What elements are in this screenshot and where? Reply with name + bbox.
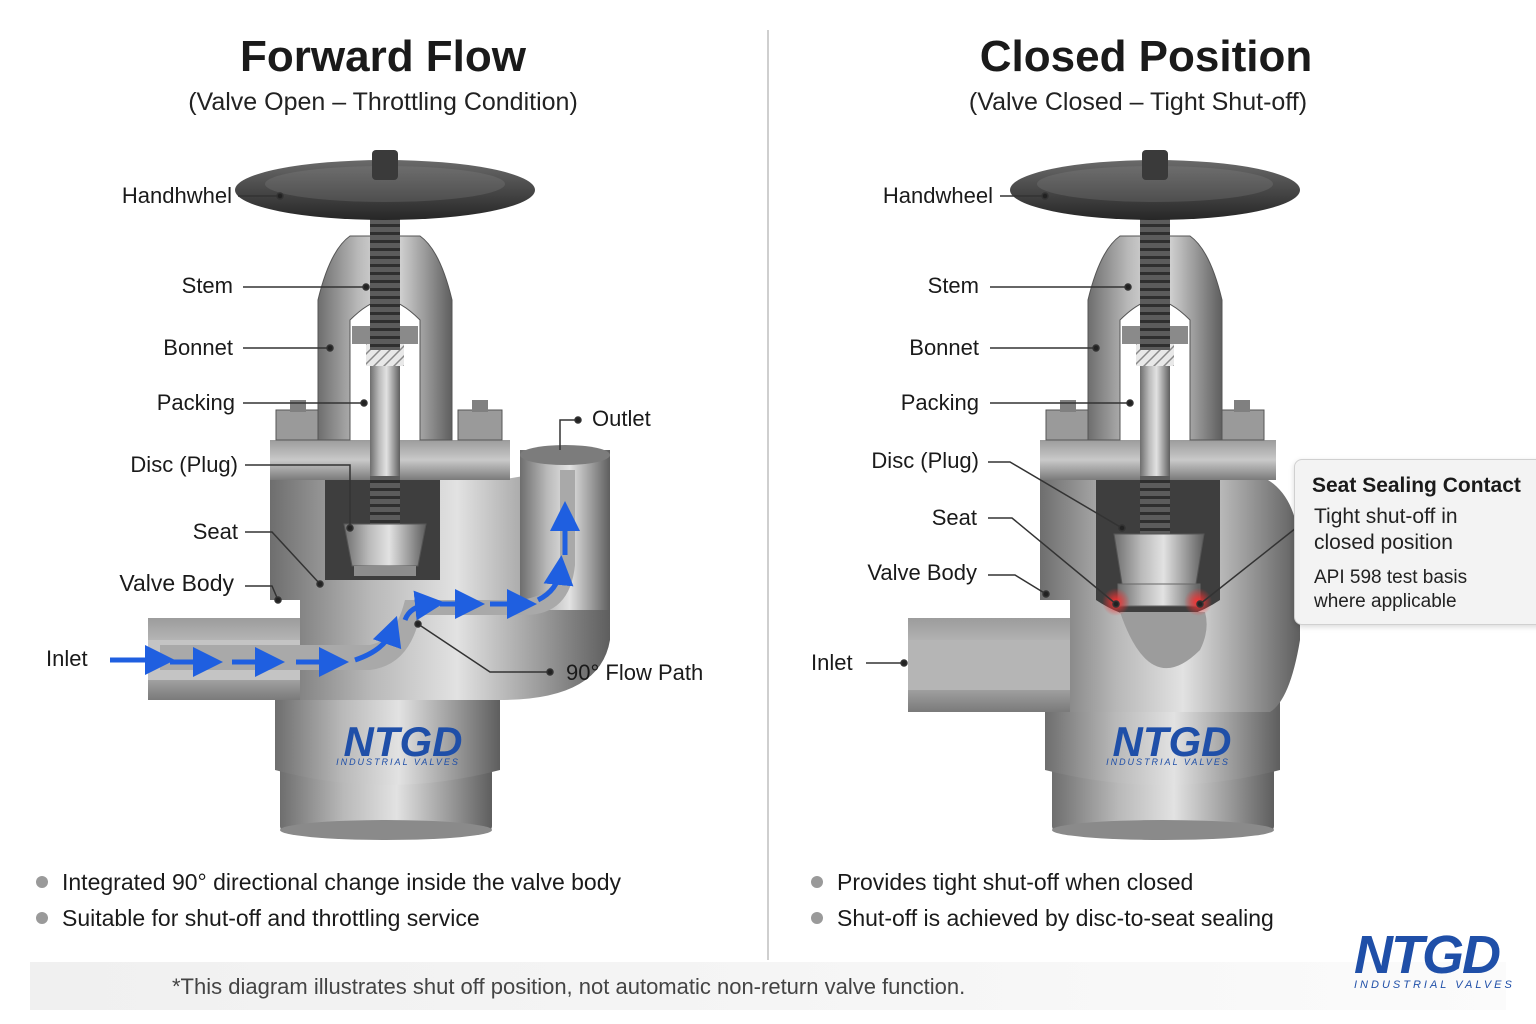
right-label-body: Valve Body xyxy=(867,560,977,586)
brand-tagline: INDUSTRIAL VALVES xyxy=(1354,979,1515,991)
footer-note: *This diagram illustrates shut off posit… xyxy=(172,974,965,1000)
left-label-inlet: Inlet xyxy=(46,646,88,672)
left-bullets: Integrated 90° directional change inside… xyxy=(36,864,621,936)
bullet-dot-icon xyxy=(36,876,48,888)
bullet-dot-icon xyxy=(811,876,823,888)
callout-line-1: Tight shut-off in closed position xyxy=(1314,504,1514,556)
left-label-packing: Packing xyxy=(157,390,235,416)
right-label-inlet: Inlet xyxy=(811,650,853,676)
left-label-seat: Seat xyxy=(193,519,238,545)
bullet-dot-icon xyxy=(811,912,823,924)
right-label-handwheel: Handwheel xyxy=(883,183,993,209)
right-bullet-2: Shut-off is achieved by disc-to-seat sea… xyxy=(811,900,1274,936)
right-label-disc: Disc (Plug) xyxy=(871,448,979,474)
left-valve: NTGD INDUSTRIAL VALVES xyxy=(110,150,610,840)
right-label-bonnet: Bonnet xyxy=(909,335,979,361)
right-label-packing: Packing xyxy=(901,390,979,416)
right-body-tagline: INDUSTRIAL VALVES xyxy=(1106,757,1230,767)
right-bullets: Provides tight shut-off when closed Shut… xyxy=(811,864,1274,936)
brand-logo: NTGD xyxy=(1354,924,1499,986)
left-label-bonnet: Bonnet xyxy=(163,335,233,361)
left-label-stem: Stem xyxy=(182,273,233,299)
right-label-stem: Stem xyxy=(928,273,979,299)
left-bullet-2: Suitable for shut-off and throttling ser… xyxy=(36,900,621,936)
left-label-handwheel: Handhwhel xyxy=(122,183,232,209)
left-label-outlet: Outlet xyxy=(592,406,651,432)
left-bullet-1: Integrated 90° directional change inside… xyxy=(36,864,621,900)
left-label-flow-path: 90° Flow Path xyxy=(566,660,703,686)
left-label-body: Valve Body xyxy=(119,570,234,597)
seat-sealing-callout: Seat Sealing Contact Tight shut-off in c… xyxy=(1294,459,1536,625)
callout-title: Seat Sealing Contact xyxy=(1312,474,1521,498)
right-valve: NTGD INDUSTRIAL VALVES xyxy=(866,150,1300,840)
right-label-seat: Seat xyxy=(932,505,977,531)
left-label-disc: Disc (Plug) xyxy=(130,452,238,478)
callout-line-2: API 598 test basis where applicable xyxy=(1314,566,1514,614)
left-body-tagline: INDUSTRIAL VALVES xyxy=(336,757,460,767)
right-bullet-1: Provides tight shut-off when closed xyxy=(811,864,1274,900)
bullet-dot-icon xyxy=(36,912,48,924)
